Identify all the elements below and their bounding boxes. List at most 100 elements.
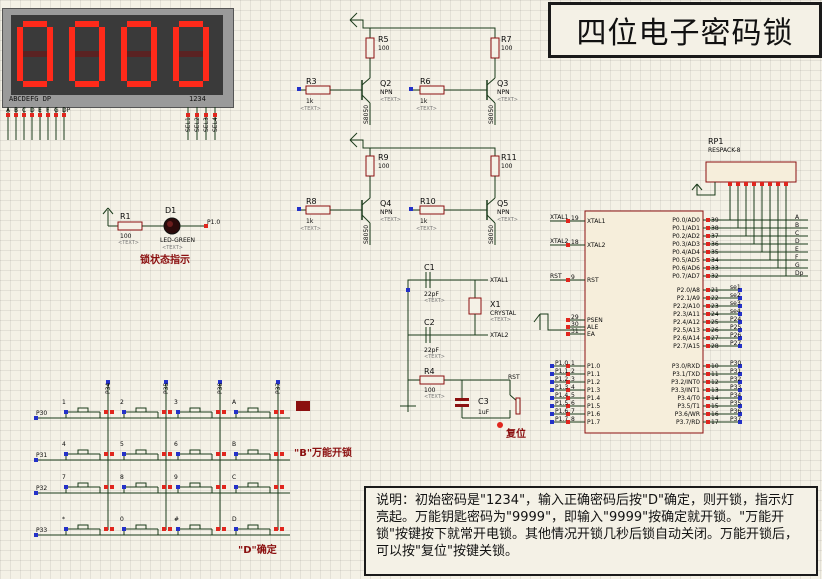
digit-segment [203,27,209,54]
mcu-port-pin: P0.3/AD3 [672,241,700,248]
digit-segment [173,54,179,81]
mcu-net-label: P1.5 [555,400,568,407]
keypad-key-*[interactable]: * [62,516,114,535]
mcu-port-net: P27 [730,340,741,347]
keypad-key-8[interactable]: 8 [120,474,172,493]
digit-segment [151,54,157,81]
keypad-key-9[interactable]: 9 [174,474,226,493]
mcu-pin-num: 29 [571,314,579,321]
mcu-left-net: RST [550,273,562,280]
text-q2: <TEXT> [380,97,401,103]
resistor-r1[interactable] [117,221,143,231]
resistor-r8[interactable] [305,205,331,215]
keypad-key-5[interactable]: 5 [120,441,172,460]
mcu-pin-name: XTAL2 [587,242,606,249]
resistor-r10[interactable] [419,205,445,215]
mcu-8051[interactable]: XTAL119XTAL218RST9PSEN29ALE30EA31P1.01P1… [533,210,808,434]
resistor-r7[interactable] [490,37,500,59]
resistor-r9[interactable] [365,155,375,177]
respack-rp1[interactable]: RP1 RESPACK-8 [691,137,797,276]
resistor-r5[interactable] [365,37,375,59]
type-q2: NPN [380,89,393,96]
keypad-key-label: 3 [174,399,178,406]
keypad-key-label: D [232,516,237,523]
mcu-port-pin: P3.1/TXD [672,371,700,378]
keypad-key-6[interactable]: 6 [174,441,226,460]
crystal-section: C1 22pF <TEXT> XTAL1 X1 CRYSTAL <TEXT> C… [406,263,517,400]
mcu-net-label: P1.3 [555,384,568,391]
segment-net-label: G [795,262,800,269]
driver-section-upper: R5 100 R7 100 Q2 NPN <TEXT> S8050 R3 1k … [297,12,518,125]
keypad-key-B[interactable]: B [232,441,284,460]
mcu-port-net: P37 [730,416,741,423]
digit-segment [179,51,203,57]
mcu-port-net: P31 [730,368,741,375]
mcu-port-num: 37 [711,233,719,240]
mcu-port-num: 12 [711,379,719,386]
resistor-r4[interactable] [419,375,445,385]
mcu-port-pin: P0.4/AD4 [672,249,700,256]
mcu-pin-name: RST [587,277,599,284]
keypad-key-4[interactable]: 4 [62,441,114,460]
mcu-pin-name: P1.1 [587,371,600,378]
display-sel-label: SEL3 [203,117,210,132]
keypad-key-A[interactable]: A [232,399,284,418]
keypad-key-label: A [232,399,237,406]
mcu-port-num: 27 [711,335,719,342]
segment-net-label: D [795,238,800,245]
mcu-pin-num: 6 [571,400,575,407]
keypad-key-3[interactable]: 3 [174,399,226,418]
digit-3: 0 [121,21,157,87]
display-sel-label: SEL2 [194,117,201,132]
text-r6: <TEXT> [416,106,437,112]
keypad-key-2[interactable]: 2 [120,399,172,418]
mcu-pin-num: 8 [571,416,575,423]
mcu-net-label: P1.6 [555,408,568,415]
mcu-port-net: P30 [730,360,741,367]
digit-segment [99,27,105,54]
mcu-pin-num: 18 [571,239,579,246]
digit-segment [75,21,99,27]
mcu-port-num: 14 [711,395,719,402]
mcu-port-num: 13 [711,387,719,394]
digit-segment [17,27,23,54]
keypad-key-1[interactable]: 1 [62,399,114,418]
net-xtal1-left: XTAL1 [490,277,509,284]
keypad-key-label: 1 [62,399,66,406]
segment-net-label: F [795,254,799,261]
keypad-key-#[interactable]: # [174,516,226,535]
text-r3: <TEXT> [300,106,321,112]
mcu-port-pin: P0.0/AD0 [672,217,700,224]
keypad-key-C[interactable]: C [232,474,284,493]
keypad-key-7[interactable]: 7 [62,474,114,493]
mcu-net-label: P1.1 [555,368,568,375]
digit-segment [47,54,53,81]
text-r8: <TEXT> [300,226,321,232]
label-d1: D1 [165,206,176,215]
resistor-r3[interactable] [305,85,331,95]
resistor-r6[interactable] [419,85,445,95]
mcu-port-net: P34 [730,392,741,399]
digit-segment [75,51,99,57]
keypad-key-D[interactable]: D [232,516,284,535]
segment-net-label: C [795,230,799,237]
mcu-port-num: 15 [711,403,719,410]
display-digit-pins-label: 1234 [189,95,206,103]
keypad-row-net: P31 [36,452,47,459]
mcu-port-pin: P3.4/T0 [677,395,700,402]
net-xtal2-left: XTAL2 [490,332,509,339]
keypad-key-0[interactable]: 0 [120,516,172,535]
digit-segment [127,81,151,87]
value-r8: 1k [306,218,314,225]
mcu-pin-num: 7 [571,408,575,415]
mcu-port-num: 35 [711,249,719,256]
mcu-port-num: 21 [711,287,719,294]
crystal-x1[interactable] [468,297,482,315]
reset-button[interactable] [515,397,521,415]
value-r1: 100 [120,233,132,240]
resistor-r11[interactable] [490,155,500,177]
